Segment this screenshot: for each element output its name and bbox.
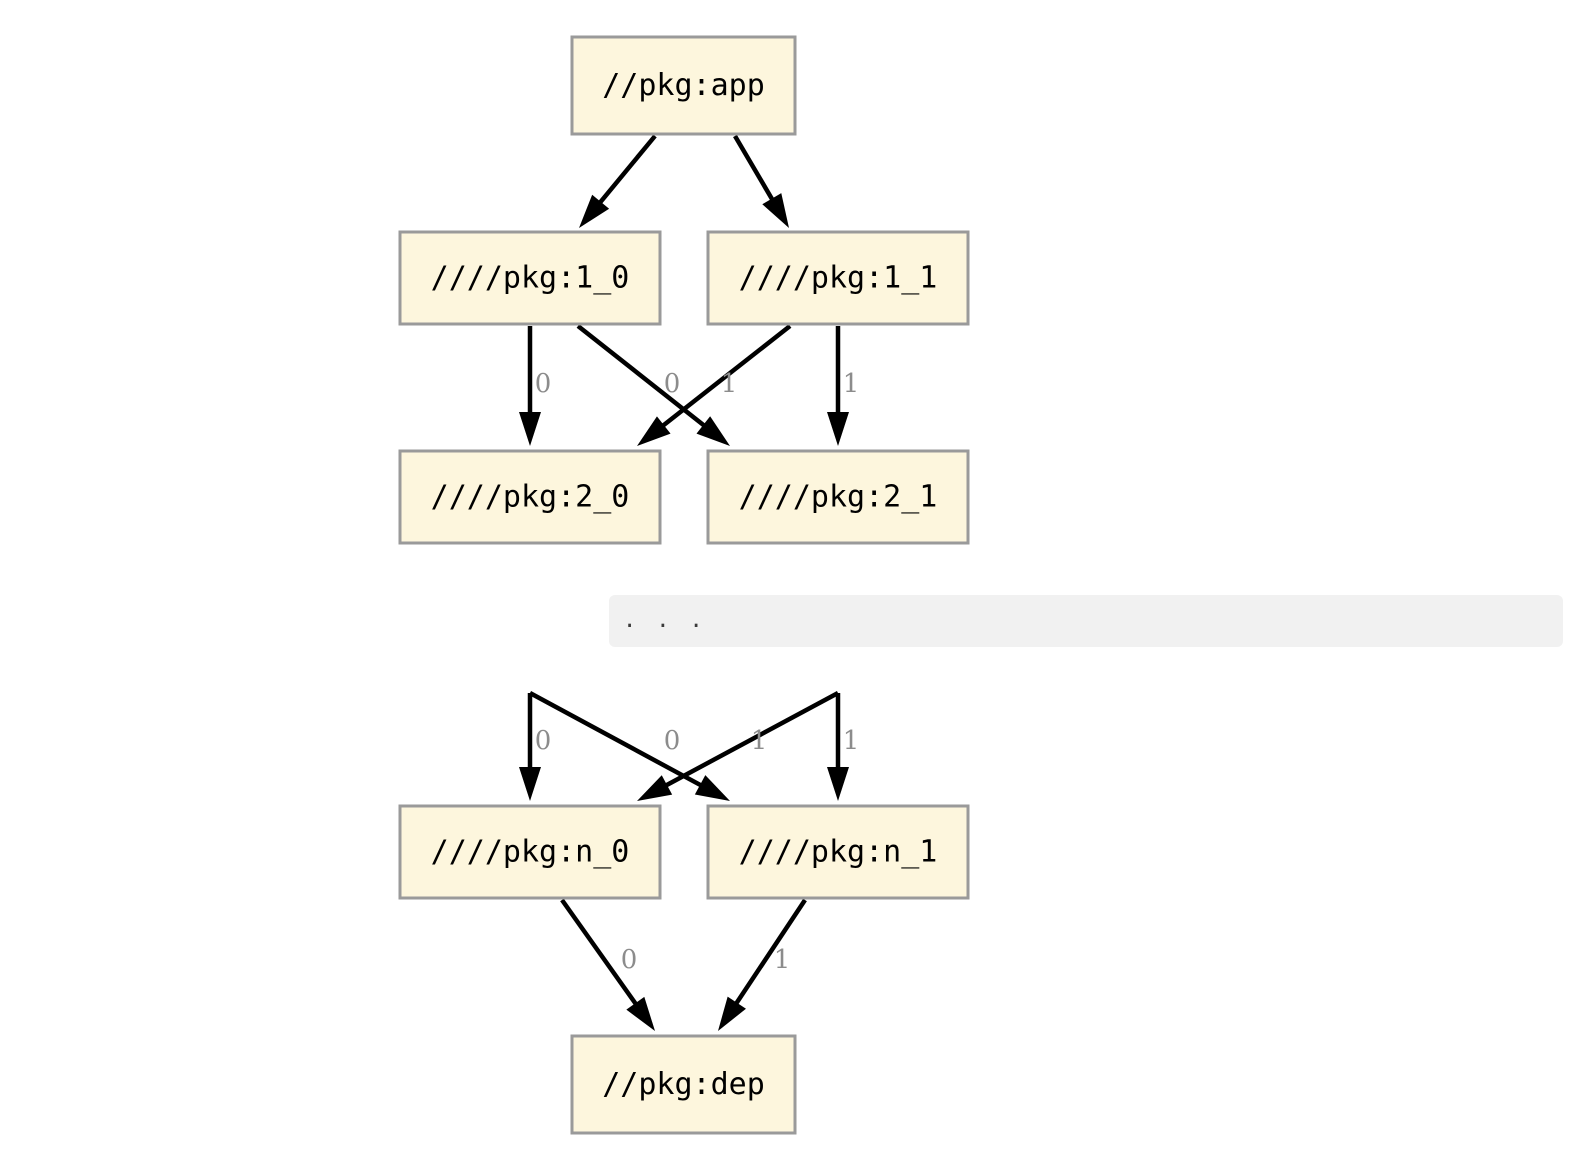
graph-edge <box>579 134 657 228</box>
edge-line <box>731 898 807 1009</box>
edge-line <box>528 691 707 790</box>
graph-edge: 1 <box>718 898 807 1031</box>
node-label: //pkg:app <box>602 68 765 103</box>
node-label: ////pkg:1_0 <box>431 261 630 296</box>
node-label: ////pkg:2_1 <box>739 480 938 515</box>
graph-node-nn_1[interactable]: ////pkg:n_1 <box>706 804 970 900</box>
edge-label: 0 <box>535 726 552 756</box>
graph-edge: 0 <box>560 898 655 1031</box>
graph-edge: 0 <box>528 691 730 801</box>
node-box[interactable] <box>398 449 662 545</box>
nodes-layer: //pkg:app ////pkg:1_0 ////pkg:1_1 ////pkg:2… <box>398 35 970 1135</box>
graph-node-app[interactable]: //pkg:app <box>570 35 797 136</box>
node-box[interactable] <box>398 804 662 900</box>
graph-edge: 1 <box>637 691 840 801</box>
ellipsis-continuation: ... <box>609 595 1563 647</box>
graph-node-n1_1[interactable]: ////pkg:1_1 <box>706 230 970 326</box>
ellipsis-dots: ... <box>623 608 723 633</box>
node-label: ////pkg:n_1 <box>739 835 938 870</box>
edge-line <box>576 324 710 431</box>
edge-label: 1 <box>774 945 791 975</box>
graph-edge: 0 <box>519 693 551 801</box>
graph-node-dep[interactable]: //pkg:dep <box>570 1034 797 1135</box>
edges-layer: 0 0 1 1 0 0 1 1 0 1 <box>519 134 859 1031</box>
ellipsis-band <box>609 595 1563 647</box>
edge-label: 1 <box>721 369 738 399</box>
edge-line <box>595 134 657 208</box>
graph-node-n2_1[interactable]: ////pkg:2_1 <box>706 449 970 545</box>
node-label: //pkg:dep <box>602 1067 765 1102</box>
edge-label: 0 <box>535 369 552 399</box>
graph-edge: 0 <box>576 324 730 446</box>
graph-edge: 1 <box>827 326 859 446</box>
node-label: ////pkg:n_0 <box>431 835 630 870</box>
edge-line <box>560 898 641 1010</box>
edge-label: 0 <box>664 369 681 399</box>
edge-line <box>657 324 792 431</box>
node-box[interactable] <box>398 230 662 326</box>
graph-edge <box>733 134 789 228</box>
edge-label: 0 <box>621 945 638 975</box>
edge-line <box>733 134 777 205</box>
graph-node-nn_0[interactable]: ////pkg:n_0 <box>398 804 662 900</box>
node-label: ////pkg:1_1 <box>739 261 938 296</box>
edge-line <box>660 691 840 790</box>
graph-node-n1_0[interactable]: ////pkg:1_0 <box>398 230 662 326</box>
graph-edge: 1 <box>637 324 792 446</box>
node-box[interactable] <box>706 804 970 900</box>
node-box[interactable] <box>706 449 970 545</box>
edge-label: 1 <box>751 726 768 756</box>
edge-label: 1 <box>843 369 860 399</box>
node-box[interactable] <box>706 230 970 326</box>
graph-edge: 0 <box>519 326 551 446</box>
edge-label: 0 <box>664 726 681 756</box>
edge-label: 1 <box>843 726 860 756</box>
node-label: ////pkg:2_0 <box>431 480 630 515</box>
graph-node-n2_0[interactable]: ////pkg:2_0 <box>398 449 662 545</box>
node-box[interactable] <box>570 1034 797 1135</box>
node-box[interactable] <box>570 35 797 136</box>
graph-edge: 1 <box>827 693 859 801</box>
